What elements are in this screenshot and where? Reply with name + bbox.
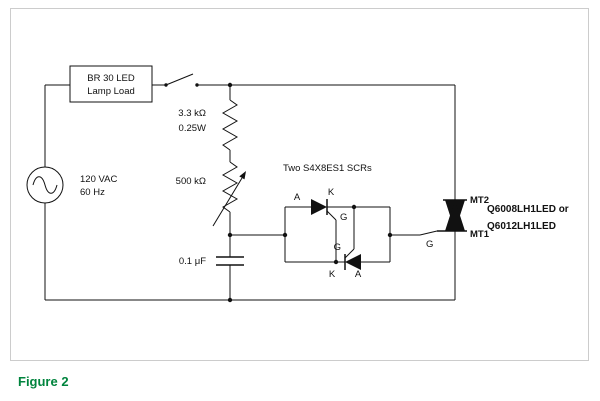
resistor-value-label: 3.3 kΩ: [178, 108, 206, 119]
scr-top-cathode-label: K: [328, 187, 335, 198]
source-voltage-label: 120 VAC: [80, 174, 117, 185]
source-frequency-label: 60 Hz: [80, 187, 105, 198]
capacitor-value-label: 0.1 μF: [179, 256, 206, 267]
potentiometer-value-label: 500 kΩ: [176, 176, 206, 187]
scr-bottom-gate-label: G: [334, 242, 341, 253]
ac-source-symbol: [26, 166, 64, 204]
potentiometer-symbol: [212, 161, 246, 227]
triac-part-number-line2: Q6012LH1LED: [487, 221, 556, 232]
triac-gate-label: G: [426, 239, 433, 250]
resistor-symbol: [221, 99, 239, 151]
lamp-load-label-line2: Lamp Load: [87, 86, 135, 97]
scr-top-anode-label: A: [294, 192, 301, 203]
lamp-load-box: [69, 65, 153, 103]
scr-top-symbol: [311, 199, 328, 215]
lamp-load-label-line1: BR 30 LED: [87, 73, 135, 84]
scr-bottom-cathode-label: K: [329, 269, 336, 280]
triac-mt2-label: MT2: [470, 195, 489, 206]
scr-bottom-anode-label: A: [355, 269, 362, 280]
figure-caption: Figure 2: [18, 374, 69, 389]
resistor-power-label: 0.25W: [179, 123, 206, 134]
triac-symbol: [437, 199, 467, 232]
triac-mt1-label: MT1: [470, 229, 490, 240]
switch-symbol: [164, 73, 199, 87]
capacitor-symbol: [216, 256, 244, 266]
scr-bottom-symbol: [344, 254, 361, 270]
junction-dots: [227, 82, 393, 303]
scr-gate-wires: [326, 207, 355, 262]
scr-note-label: Two S4X8ES1 SCRs: [283, 163, 372, 174]
scr-top-gate-label: G: [340, 212, 347, 223]
triac-part-number-line1: Q6008LH1LED or: [487, 204, 569, 215]
